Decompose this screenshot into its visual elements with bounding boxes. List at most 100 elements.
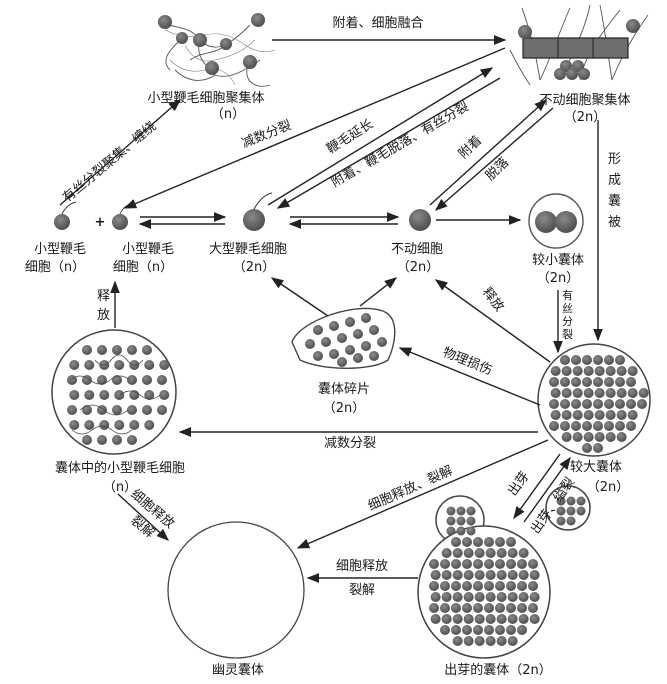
cyst-cell xyxy=(518,614,529,624)
cyst-cell xyxy=(112,435,122,445)
cyst-cell xyxy=(114,390,125,400)
cyst-cell xyxy=(69,420,80,430)
cyst-cell xyxy=(616,388,627,398)
cyst-cell xyxy=(462,603,472,613)
cyst-cell xyxy=(517,625,527,635)
cyst-cell xyxy=(571,377,581,387)
cyst-fragment-ploidy: （2n） xyxy=(323,401,366,416)
edge-release-lyse-bottom-label2: 裂解 xyxy=(349,583,375,598)
cyst-cell xyxy=(99,420,110,430)
cyst-cell xyxy=(637,399,647,409)
cyst-cell xyxy=(507,614,518,624)
nonmotile-aggregate-illustration xyxy=(509,4,649,86)
edge-fragment-to-large xyxy=(270,277,329,317)
cyst-cell xyxy=(506,625,516,635)
edge-bud xyxy=(513,453,561,520)
cyst-cell xyxy=(452,614,463,624)
cyst-cell xyxy=(69,390,80,400)
edge-fragment-to-nonmotile xyxy=(359,277,398,307)
large-cyst xyxy=(537,343,651,457)
cyst-cell xyxy=(529,614,540,624)
flagellum-line xyxy=(71,425,133,435)
cyst-cell xyxy=(99,390,110,400)
cyst-cell xyxy=(451,603,461,613)
large-cyst-ploidy: （2n） xyxy=(587,480,630,495)
cyst-cell xyxy=(496,570,507,580)
cyst-cell xyxy=(451,581,461,591)
cyst-cell xyxy=(452,570,463,580)
cyst-cell xyxy=(127,435,137,445)
cyst-cell xyxy=(616,410,627,420)
cyst-cell xyxy=(506,559,516,569)
small-flagellate-2-label2: 细胞（n） xyxy=(113,260,173,275)
fragment-cell xyxy=(329,321,339,331)
edge-attach-label: 附着 xyxy=(455,132,485,162)
cyst-cell xyxy=(518,592,529,602)
ghost-cyst xyxy=(167,521,305,659)
cyst-cell xyxy=(440,559,450,569)
edge-release-lyse-left xyxy=(117,493,170,541)
edge-bud-mitosis xyxy=(523,456,571,523)
cyst-cell xyxy=(615,355,625,365)
nonmotile-aggregate-label: 不动细胞聚集体 xyxy=(539,92,630,108)
cyst-cell xyxy=(114,420,125,430)
cyst-cell xyxy=(593,355,603,365)
edge-mitosis-small-3: 分 xyxy=(562,315,573,328)
cyst-cell xyxy=(495,537,505,547)
cyst-cell xyxy=(560,355,570,365)
cyst-cell xyxy=(605,388,616,398)
cyst-cell xyxy=(506,603,516,613)
cyst-cell xyxy=(518,548,529,558)
cyst-cell xyxy=(616,366,627,376)
cyst-cell xyxy=(593,377,603,387)
nonmotile-aggregate-ploidy: （2n） xyxy=(564,110,607,125)
edge-detach xyxy=(434,107,554,211)
cyst-cell xyxy=(506,581,516,591)
fragment-cell xyxy=(313,325,323,335)
cyst-cell xyxy=(462,581,472,591)
edge-flagella-extend-label: 鞭毛延长 xyxy=(324,117,376,157)
cyst-cell xyxy=(97,345,107,355)
cyst-cell xyxy=(67,405,77,415)
large-flagellate-label: 大型鞭毛细胞 xyxy=(209,242,287,257)
bud-cell xyxy=(576,496,586,506)
cyst-cell xyxy=(462,625,472,635)
cyst-cell xyxy=(571,355,581,365)
cyst-cell xyxy=(593,421,603,431)
edge-attach xyxy=(429,99,548,206)
cyst-cell xyxy=(84,360,95,370)
cyst-cell xyxy=(144,420,155,430)
cyst-cell xyxy=(561,410,572,420)
small-flagellate-aggregate-illustration xyxy=(157,13,276,87)
cyst-cell xyxy=(605,366,616,376)
small-flagellate-cell-2 xyxy=(112,203,133,230)
cyst-cell xyxy=(440,603,450,613)
edge-release-lyse-diag xyxy=(296,439,549,549)
fragment-cell xyxy=(345,345,355,355)
cyst-cell xyxy=(129,420,140,430)
cyst-cell xyxy=(463,570,474,580)
cyst-cell xyxy=(84,390,95,400)
cyst-cell xyxy=(496,636,507,646)
cyst-cell xyxy=(550,410,561,420)
cyst-cell xyxy=(495,603,505,613)
cyst-cell xyxy=(144,360,155,370)
cyst-cell xyxy=(473,625,483,635)
edge-release-left-1: 释 xyxy=(97,289,110,304)
cyst-fragment-label: 囊体碎片 xyxy=(318,381,370,397)
cyst-cell xyxy=(560,421,570,431)
edge-release-mid-label: 释放 xyxy=(479,285,507,315)
cyst-cell xyxy=(69,360,80,370)
cyst-cell xyxy=(605,410,616,420)
cyst-cell xyxy=(582,421,592,431)
cyst-cell xyxy=(627,388,638,398)
cyst-cell xyxy=(84,420,95,430)
cyst-cell xyxy=(142,345,152,355)
edge-mitosis-small-4: 裂 xyxy=(562,328,573,341)
edge-attach-fuse-label: 附着、细胞融合 xyxy=(332,15,423,31)
cyst-cell xyxy=(159,360,170,370)
cyst-cell xyxy=(473,603,483,613)
cyst-small-flagellate-ploidy: （n） xyxy=(103,480,137,495)
nonmotile-cell-ploidy: （2n） xyxy=(397,260,440,275)
cyst-cell xyxy=(142,405,152,415)
